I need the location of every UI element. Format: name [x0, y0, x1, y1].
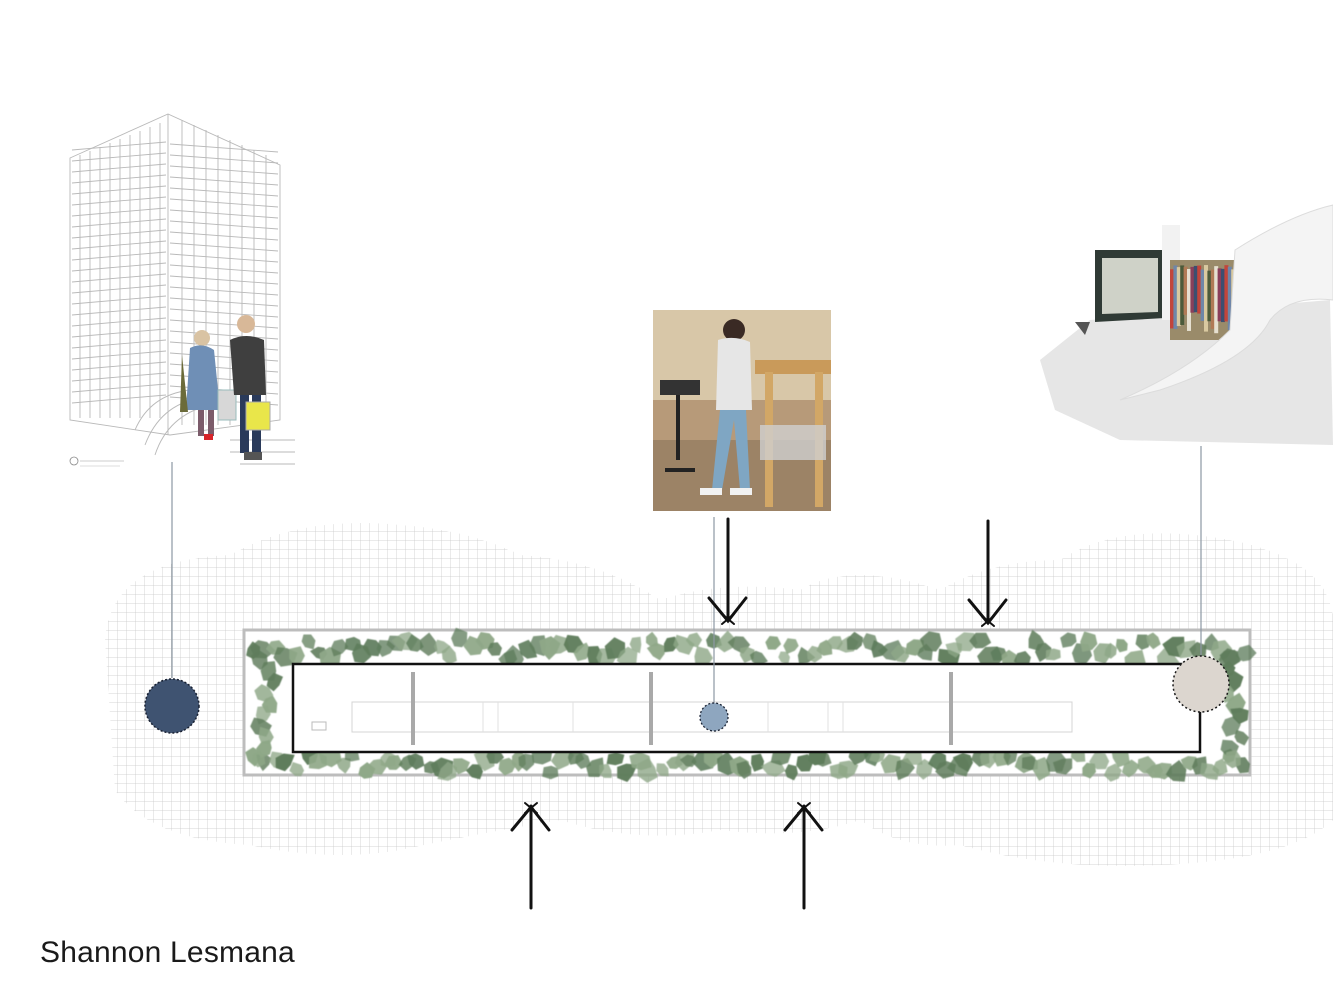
author-name: Shannon Lesmana: [40, 936, 295, 969]
arrow-icon: [967, 519, 1008, 627]
workshop-photo: [653, 310, 831, 511]
arrow-icon: [510, 802, 551, 910]
location-marker-icon: [699, 702, 729, 732]
location-marker-icon: [1172, 655, 1230, 713]
building-footprint: [291, 662, 1202, 754]
photo-studio-with-clothing-racks: [1040, 204, 1333, 445]
arrow-icon: [783, 802, 824, 910]
leader-lines: [171, 446, 1202, 704]
arrow-icon: [707, 517, 748, 625]
location-marker-icon: [144, 678, 200, 734]
planting-band: [245, 627, 1257, 783]
building-with-people-illustration: [69, 113, 295, 467]
